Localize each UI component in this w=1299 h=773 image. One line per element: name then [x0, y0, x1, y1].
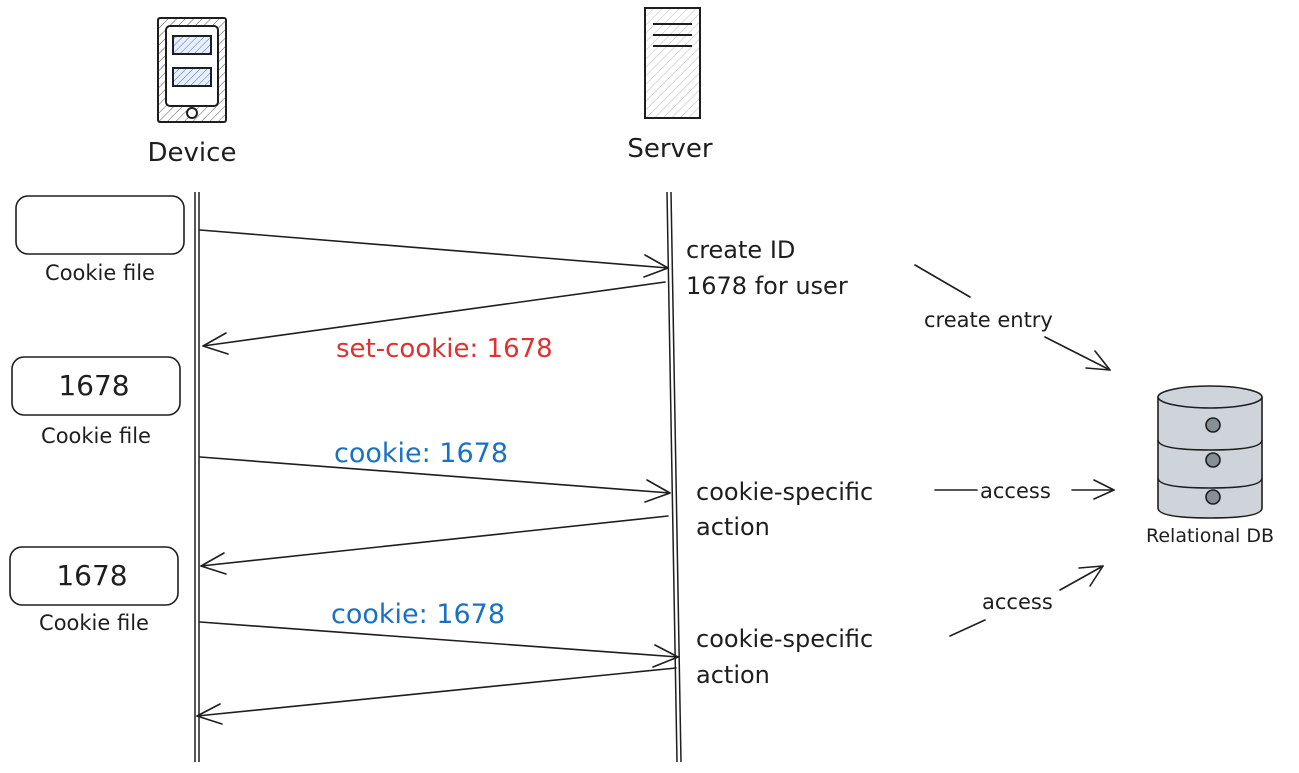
device-lifeline [194, 192, 200, 762]
cookie-file-value: 1678 [56, 559, 127, 592]
action-1-line-1: cookie-specific [696, 478, 873, 506]
server-icon [644, 7, 701, 119]
database-icon [1157, 385, 1263, 519]
access-arrow-1 [934, 479, 1115, 500]
set-cookie-label: set-cookie: 1678 [336, 334, 553, 364]
create-entry-arrow [914, 264, 1111, 371]
server-lifeline [666, 191, 682, 763]
create-id-line-2: 1678 for user [686, 272, 848, 300]
action-1-line-2: action [696, 513, 770, 541]
request-arrow-1 [199, 229, 669, 278]
access-label-2: access [982, 590, 1053, 614]
server-label: Server [627, 134, 713, 164]
access-label-1: access [980, 479, 1051, 503]
cookie-action-note-1: cookie-specific action [696, 478, 873, 541]
cookie-action-note-2: cookie-specific action [696, 625, 873, 689]
set-cookie-response-arrow [202, 281, 666, 355]
cookie-file-1: Cookie file [15, 195, 185, 285]
cookie-file-2: 1678 Cookie file [11, 356, 181, 448]
cookie-request-arrow-2 [199, 621, 679, 668]
create-id-line-1: create ID [686, 236, 795, 264]
cookie-file-label: Cookie file [45, 261, 155, 285]
cookie-label-1: cookie: 1678 [334, 438, 508, 469]
response-arrow-3 [196, 667, 677, 725]
response-arrow-2 [200, 515, 669, 575]
create-entry-label: create entry [924, 308, 1053, 332]
create-id-note: create ID 1678 for user [686, 236, 848, 300]
database-label: Relational DB [1146, 525, 1274, 547]
cookie-request-arrow-1 [199, 456, 671, 503]
cookie-file-label: Cookie file [39, 611, 149, 635]
cookie-file-value: 1678 [58, 369, 129, 402]
device-label: Device [148, 138, 237, 168]
action-2-line-2: action [696, 661, 770, 689]
cookie-file-3: 1678 Cookie file [9, 546, 179, 635]
access-arrow-2 [949, 565, 1104, 637]
action-2-line-1: cookie-specific [696, 625, 873, 653]
cookie-file-label: Cookie file [41, 424, 151, 448]
device-icon [157, 17, 227, 123]
cookie-label-2: cookie: 1678 [331, 599, 505, 630]
